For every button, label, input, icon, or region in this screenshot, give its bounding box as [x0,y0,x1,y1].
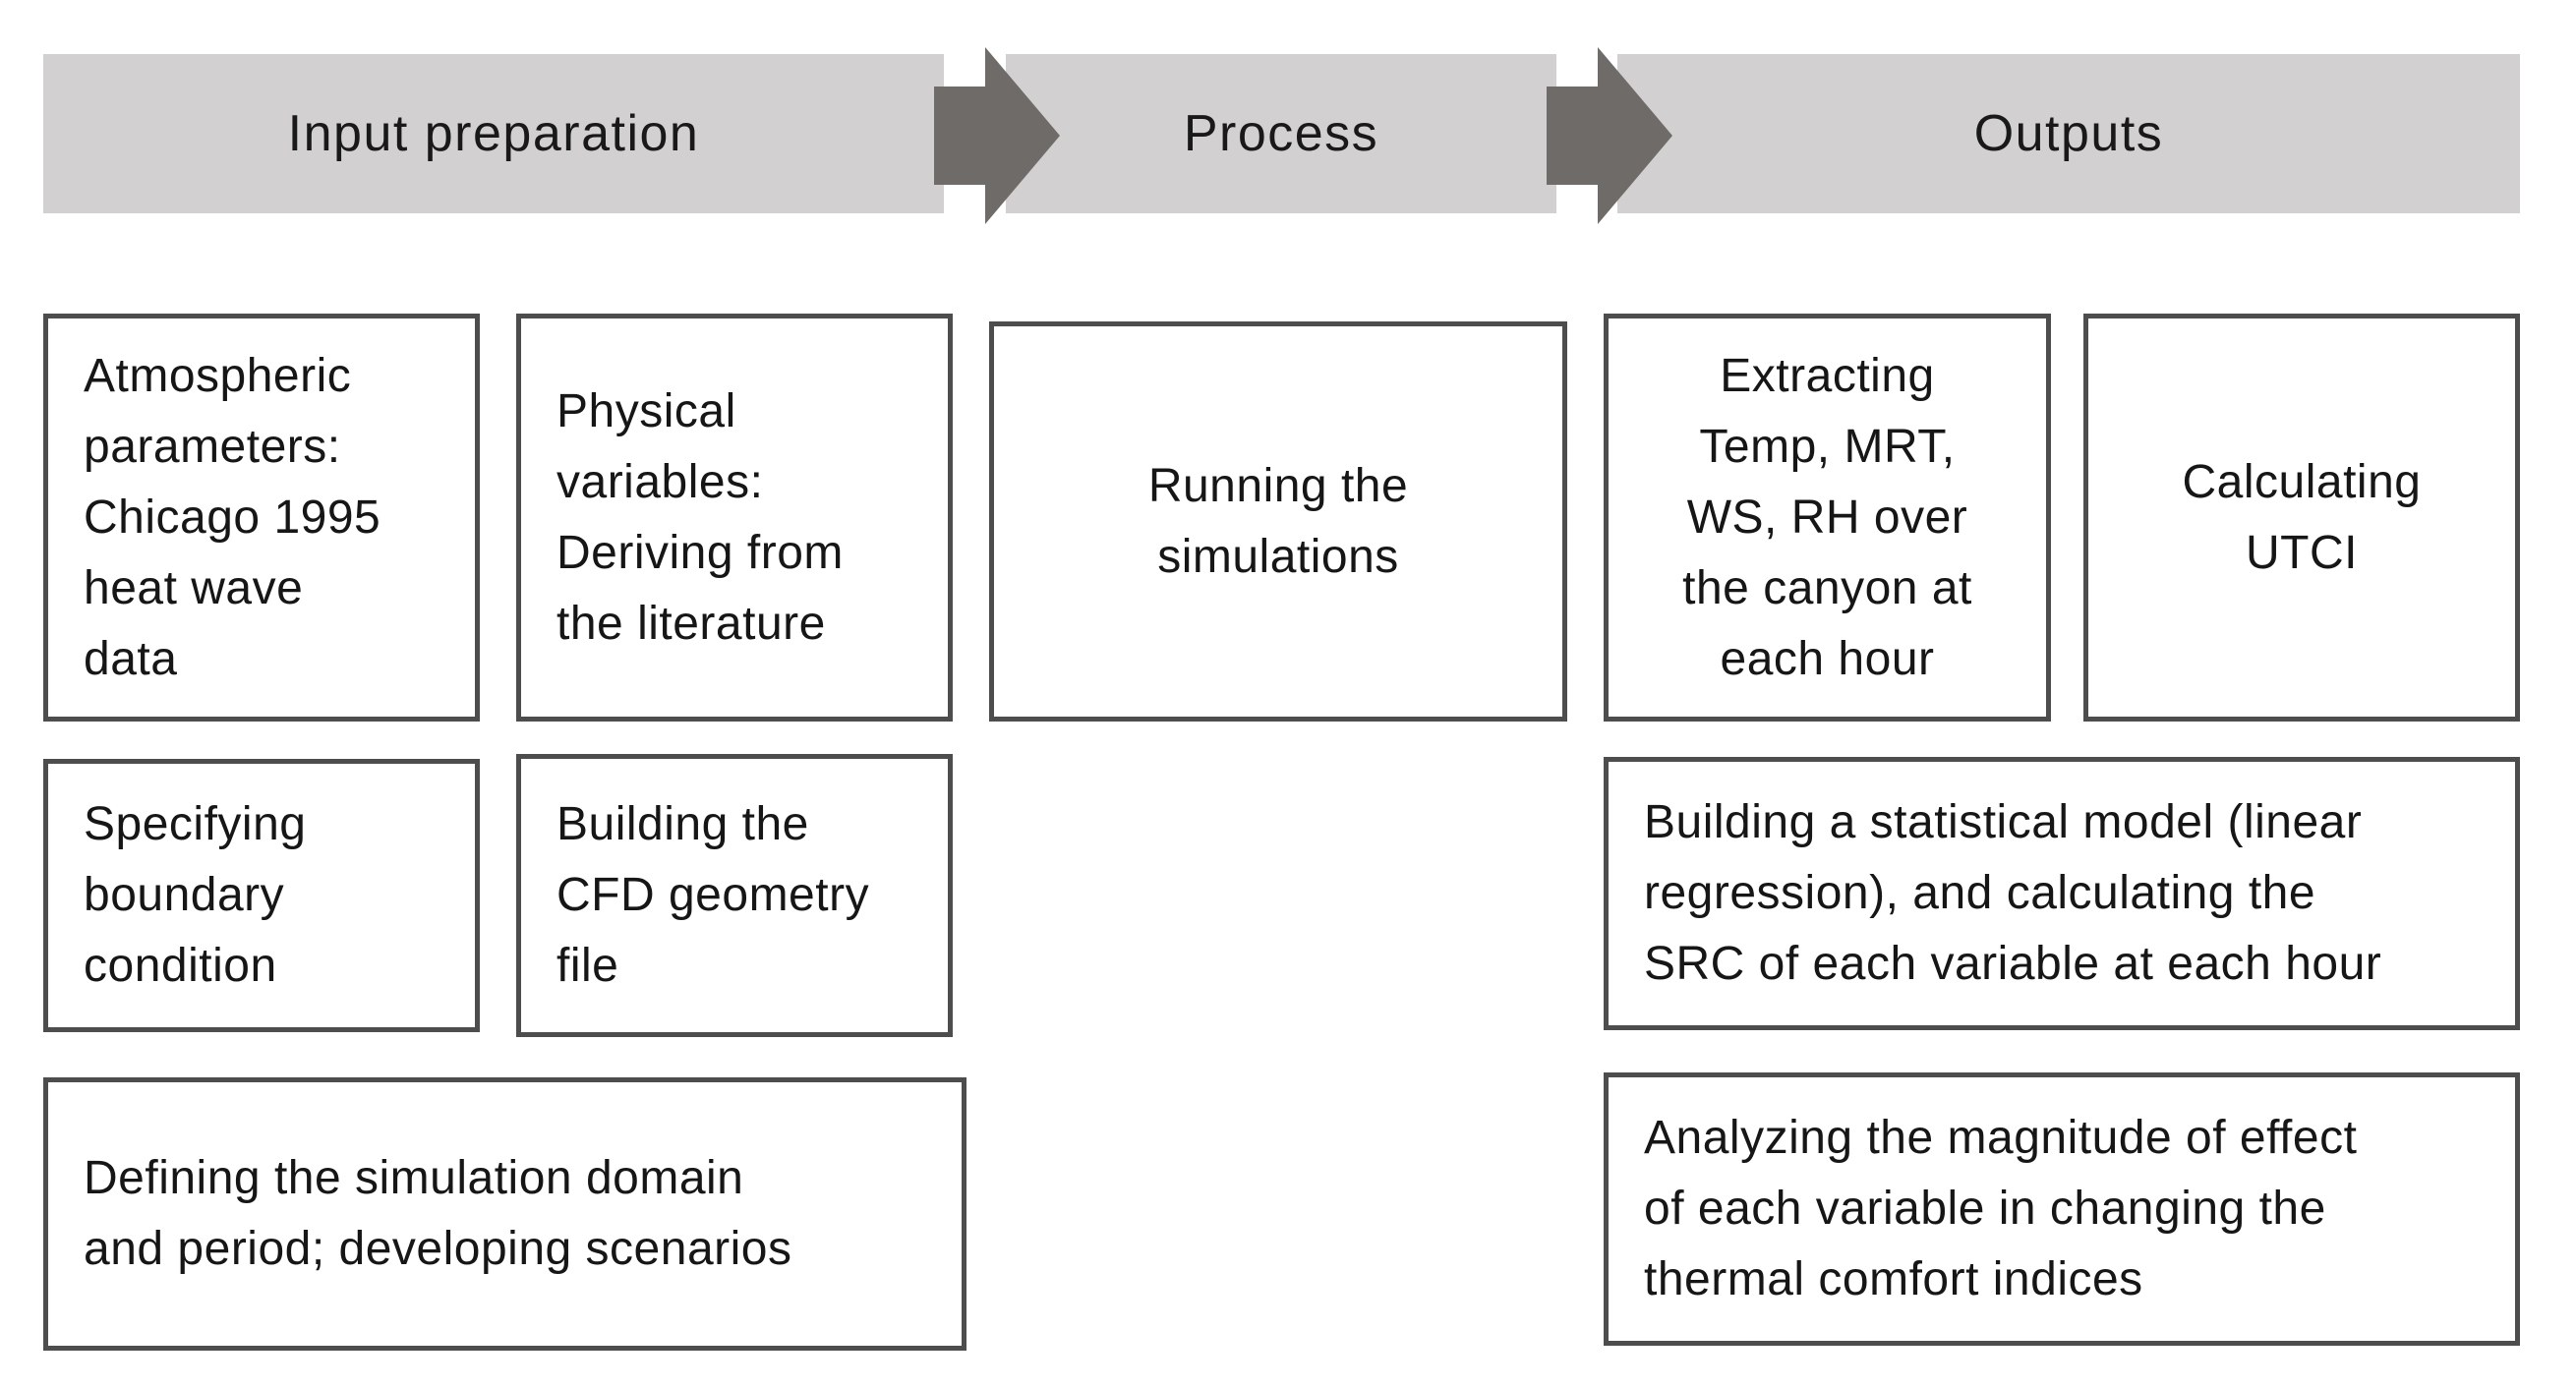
box-text-simulation-domain: Defining the simulation domain and perio… [84,1152,792,1275]
arrow-tail [1547,87,1599,185]
box-physical-variables: Physical variables: Deriving from the li… [516,314,953,722]
arrow-head [985,47,1060,224]
box-statistical-model: Building a statistical model (linear reg… [1604,757,2520,1030]
stage-label-outputs: Outputs [1973,105,2164,162]
stage-label-input-preparation: Input preparation [287,105,700,162]
box-analyzing-effect: Analyzing the magnitude of effect of eac… [1604,1072,2520,1346]
banner-stage-input-preparation: Input preparation [43,54,944,213]
box-atmospheric-parameters: Atmospheric parameters: Chicago 1995 hea… [43,314,480,722]
banner-stage-outputs: Outputs [1617,54,2520,213]
box-text-atmospheric-parameters: Atmospheric parameters: Chicago 1995 hea… [84,349,381,685]
box-extracting-variables: Extracting Temp, MRT, WS, RH over the ca… [1604,314,2051,722]
arrow-head [1598,47,1672,224]
arrow-right-icon [1547,47,1672,224]
banner-stage-process: Process [1006,54,1556,213]
box-cfd-geometry-file: Building the CFD geometry file [516,754,953,1037]
box-calculating-utci: Calculating UTCI [2083,314,2520,722]
arrow-tail [934,87,986,185]
box-text-calculating-utci: Calculating UTCI [2182,455,2422,579]
arrow-right-icon [934,47,1060,224]
box-text-statistical-model: Building a statistical model (linear reg… [1644,796,2382,990]
box-boundary-condition: Specifying boundary condition [43,759,480,1032]
box-text-cfd-geometry-file: Building the CFD geometry file [556,798,870,992]
box-text-extracting-variables: Extracting Temp, MRT, WS, RH over the ca… [1682,349,1972,685]
box-text-physical-variables: Physical variables: Deriving from the li… [556,384,844,650]
stage-label-process: Process [1183,105,1379,162]
box-text-boundary-condition: Specifying boundary condition [84,798,307,992]
box-text-analyzing-effect: Analyzing the magnitude of effect of eac… [1644,1112,2358,1305]
box-running-simulations: Running the simulations [989,321,1567,722]
box-text-running-simulations: Running the simulations [1147,459,1409,583]
box-simulation-domain: Defining the simulation domain and perio… [43,1077,966,1351]
